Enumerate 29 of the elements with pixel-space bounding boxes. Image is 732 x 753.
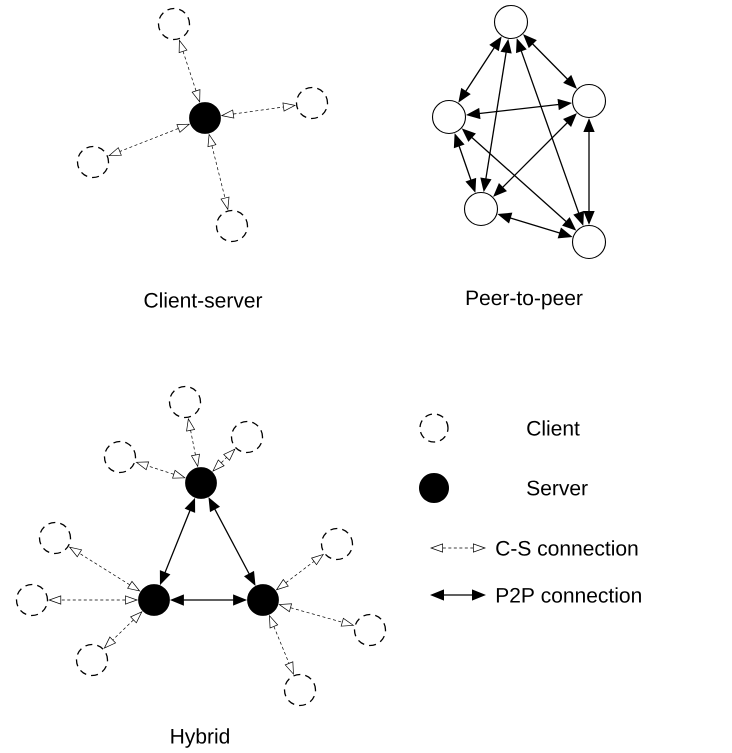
- client-circle: [216, 210, 248, 242]
- server-circle: [185, 467, 217, 499]
- legend-label: C-S connection: [496, 540, 638, 556]
- client-circle: [354, 614, 386, 646]
- legend-label: Client: [527, 420, 580, 436]
- server-circle: [138, 584, 170, 616]
- client-circle: [16, 584, 48, 616]
- peer-circle: [572, 224, 606, 260]
- peer-circle: [494, 4, 528, 40]
- group-caption: Peer-to-peer: [466, 290, 583, 310]
- group-caption: Hybrid: [171, 728, 229, 748]
- legend-label: P2P connection: [496, 587, 641, 603]
- client-circle: [38, 522, 72, 554]
- client-circle: [296, 86, 328, 120]
- client-circle: [284, 674, 316, 706]
- peer-circle: [572, 84, 606, 118]
- legend-label: Server: [527, 480, 588, 496]
- client-circle: [104, 440, 136, 474]
- client-circle: [320, 528, 354, 560]
- peer-circle: [464, 192, 498, 226]
- server-circle: [189, 102, 221, 134]
- client-circle: [76, 644, 108, 676]
- client-circle: [230, 420, 264, 454]
- group-caption: Client-server: [144, 292, 262, 308]
- client-circle: [168, 386, 202, 418]
- server-circle: [247, 584, 279, 616]
- client-circle: [76, 146, 110, 178]
- client-circle: [158, 8, 190, 40]
- peer-circle: [432, 100, 466, 134]
